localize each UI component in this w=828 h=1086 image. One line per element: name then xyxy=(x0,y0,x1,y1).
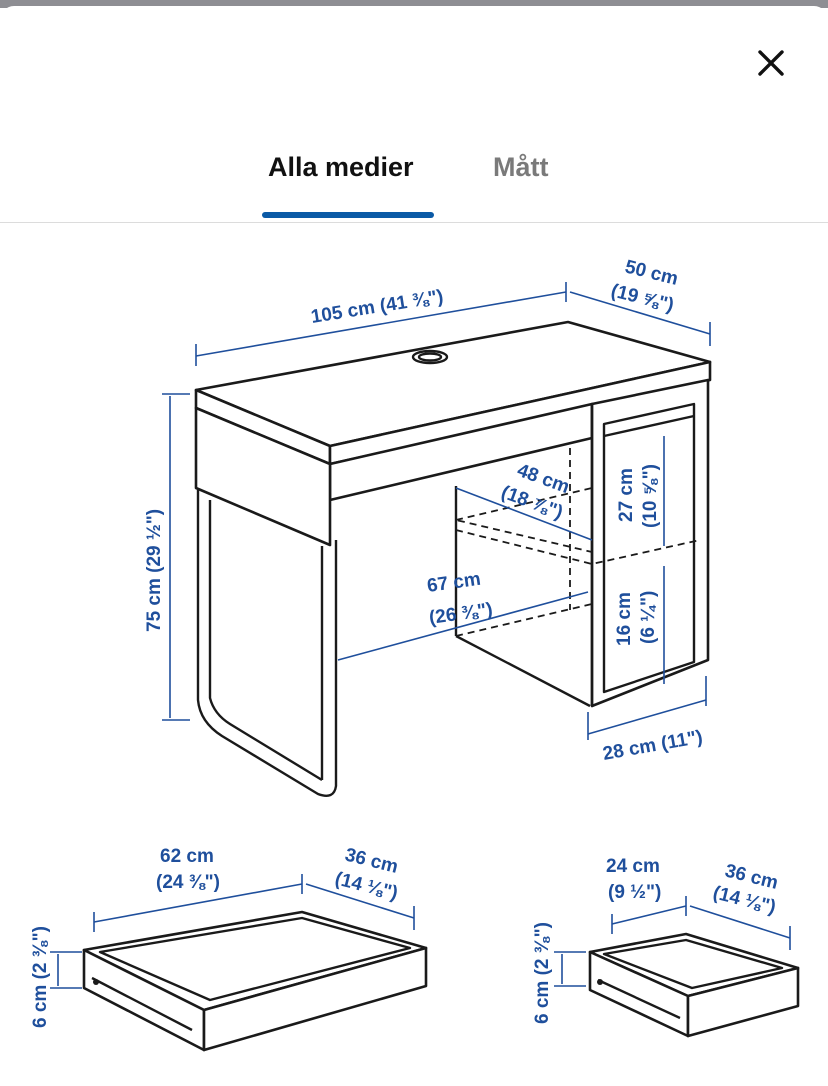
small-drawer-illustration xyxy=(588,932,800,1038)
desk-dimensions xyxy=(162,282,711,740)
knee-width-cm-label: 67 cm xyxy=(426,569,482,597)
shelf-upper-cm-label: 27 cm xyxy=(616,468,637,522)
tab-alla-medier[interactable]: Alla medier xyxy=(268,152,414,182)
small-drawer-dimensions xyxy=(554,896,791,987)
tab-matt[interactable]: Mått xyxy=(493,152,549,182)
large-drawer-width-cm-label: 62 cm xyxy=(160,846,214,867)
tab-bar: Alla medier Mått xyxy=(0,140,828,223)
shelf-lower-cm-label: 16 cm xyxy=(614,592,635,646)
knee-width-in-label: (26 ⅜") xyxy=(428,599,494,629)
background-sheet-edge xyxy=(0,0,828,8)
large-drawer-dimensions xyxy=(50,874,415,989)
desk-width-label: 105 cm (41 ⅜") xyxy=(309,286,444,328)
shelf-lower-in-label: (6 ¼") xyxy=(638,591,659,644)
small-drawer-width-cm-label: 24 cm xyxy=(606,856,660,877)
small-drawer-height-label: 6 cm (2 ⅜") xyxy=(532,922,553,1024)
active-tab-indicator xyxy=(262,212,434,218)
desk-height-label: 75 cm (29 ½") xyxy=(144,509,165,632)
large-drawer-width-in-label: (24 ⅜") xyxy=(156,872,220,893)
large-drawer-height-label: 6 cm (2 ⅜") xyxy=(30,926,51,1028)
large-drawer-illustration xyxy=(82,910,428,1052)
shelf-width-label: 28 cm (11") xyxy=(601,727,704,765)
small-drawer-width-in-label: (9 ½") xyxy=(608,882,661,903)
desk-illustration xyxy=(194,320,712,797)
dimensions-drawing: 105 cm (41 ⅜") 50 cm (19 ⅝") 75 cm (29 ½… xyxy=(30,256,800,1052)
close-icon[interactable] xyxy=(748,40,794,86)
shelf-upper-in-label: (10 ⅝") xyxy=(640,464,661,528)
